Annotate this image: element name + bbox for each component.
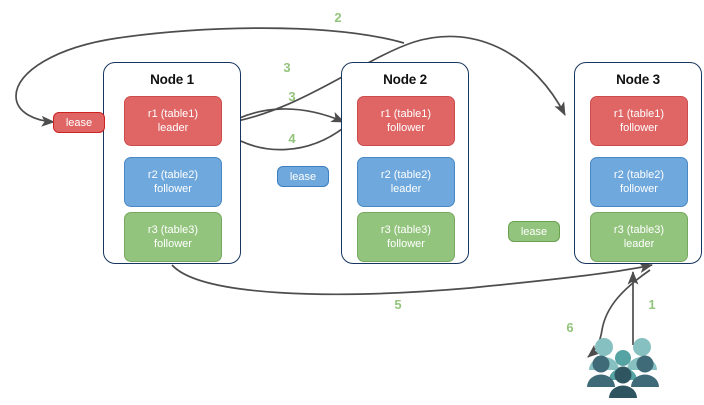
node-2-replica-r3-role: follower (387, 238, 425, 250)
node-1-replica-r2-role: follower (154, 183, 192, 195)
step-label-3-long: 3 (283, 60, 291, 75)
step-label-2: 2 (334, 10, 342, 25)
node-1-replica-r1[interactable]: r1 (table1) leader (124, 96, 222, 146)
node-3-replica-r2[interactable]: r2 (table2) follower (590, 157, 688, 207)
lease-badge-green-label: lease (520, 225, 548, 238)
lease-badge-blue[interactable]: lease (277, 166, 329, 187)
people-icon-front-left (587, 355, 615, 387)
node-3-replica-r2-role: follower (620, 183, 658, 195)
node-1-replica-r3-role: follower (154, 238, 192, 250)
node-3-replica-r1-role: follower (620, 122, 658, 134)
node-2-title: Node 2 (383, 72, 427, 87)
node-3-replica-r3[interactable]: r3 (table3) leader (590, 212, 688, 262)
node-2-replica-r2[interactable]: r2 (table2) leader (357, 157, 455, 207)
step-label-1: 1 (648, 297, 656, 312)
edge-step-3-long (221, 35, 566, 125)
node-1-replica-r3[interactable]: r3 (table3) follower (124, 212, 222, 262)
node-1-replica-r1-name: r1 (table1) (147, 108, 199, 120)
lease-badge-red[interactable]: lease (53, 112, 105, 133)
step-label-5: 5 (394, 297, 402, 312)
node-1-title: Node 1 (150, 72, 194, 87)
node-1-container[interactable]: Node 1 r1 (table1) leader r2 (table2) fo… (103, 62, 241, 264)
step-label-4: 4 (288, 131, 296, 146)
node-3-replica-r3-role: leader (623, 238, 655, 250)
node-2-replica-r3-name: r3 (table3) (380, 224, 432, 236)
edge-step-6 (587, 269, 651, 358)
node-3-title: Node 3 (616, 72, 660, 87)
node-1-replica-r1-role: leader (157, 122, 189, 134)
node-3-replica-r1[interactable]: r1 (table1) follower (590, 96, 688, 146)
node-1-replica-r2-name: r2 (table2) (147, 169, 199, 181)
node-3-replica-r1-name: r1 (table1) (613, 108, 665, 120)
step-label-6: 6 (566, 320, 574, 335)
lease-badge-red-label: lease (65, 116, 93, 129)
node-3-replica-r2-name: r2 (table2) (613, 169, 665, 181)
people-icon-front-center (609, 366, 637, 398)
node-3-replica-r3-name: r3 (table3) (613, 224, 665, 236)
node-2-replica-r1-role: follower (387, 122, 425, 134)
lease-badge-blue-label: lease (289, 170, 317, 183)
node-2-replica-r3[interactable]: r3 (table3) follower (357, 212, 455, 262)
node-2-replica-r1[interactable]: r1 (table1) follower (357, 96, 455, 146)
edge-step-5 (171, 262, 653, 296)
edge-step-2 (15, 27, 405, 127)
node-2-container[interactable]: Node 2 r1 (table1) follower r2 (table2) … (341, 62, 469, 264)
step-label-3-short: 3 (288, 89, 296, 104)
node-2-replica-r2-name: r2 (table2) (380, 169, 432, 181)
node-2-replica-r2-role: leader (390, 183, 422, 195)
node-1-replica-r3-name: r3 (table3) (147, 224, 199, 236)
node-3-container[interactable]: Node 3 r1 (table1) follower r2 (table2) … (574, 62, 702, 264)
lease-badge-green[interactable]: lease (508, 221, 560, 242)
node-2-replica-r1-name: r1 (table1) (380, 108, 432, 120)
people-icon-front-right (631, 355, 659, 387)
node-1-replica-r2[interactable]: r2 (table2) follower (124, 157, 222, 207)
